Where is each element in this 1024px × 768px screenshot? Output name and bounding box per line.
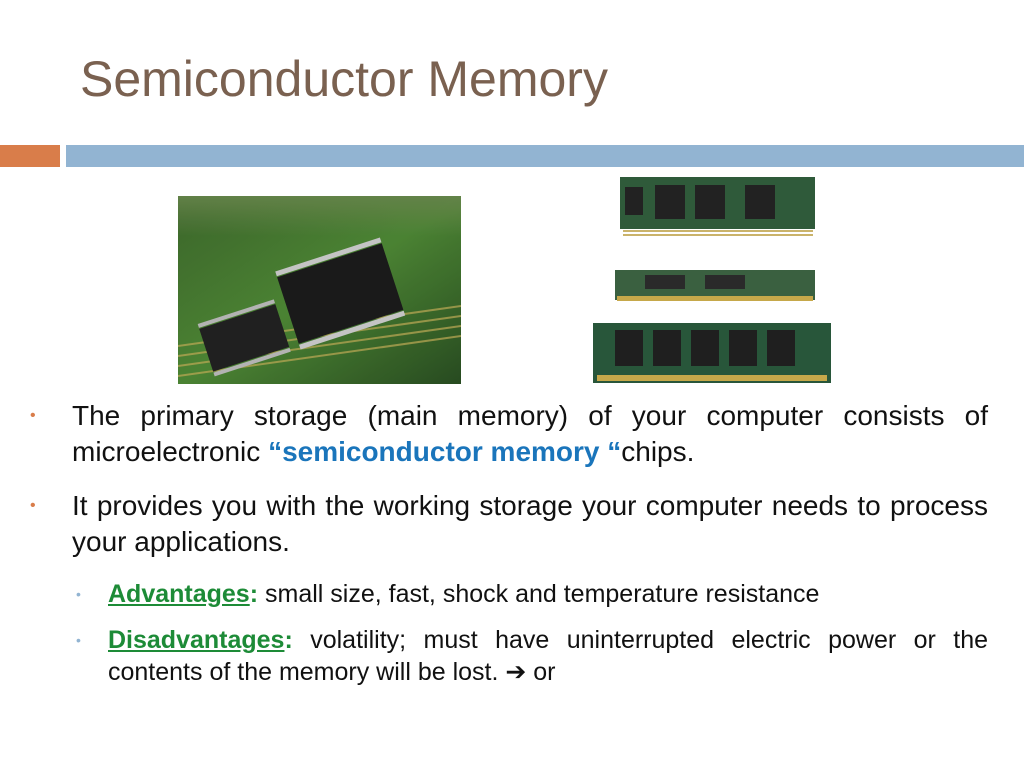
slide-content: • The primary storage (main memory) of y… <box>30 398 988 702</box>
memory-modules-illustration <box>593 177 831 383</box>
sub-bullet-dot: • <box>76 586 81 602</box>
chip-photo <box>178 196 461 384</box>
disadvantages-text: volatility; must have uninterrupted elec… <box>108 626 988 686</box>
bullet-text-before: The primary storage (main memory) of you… <box>72 400 988 467</box>
disadvantages-colon: : <box>284 626 293 654</box>
sub-bullet-disadvantages: • Disadvantages: volatility; must have u… <box>72 624 988 688</box>
slide-title: Semiconductor Memory <box>80 51 608 107</box>
advantages-text: small size, fast, shock and temperature … <box>258 580 820 608</box>
bullet-working-storage: • It provides you with the working stora… <box>30 488 988 560</box>
accent-bar-blue <box>66 145 1024 167</box>
bullet-text-after: chips. <box>621 436 695 467</box>
advantages-colon: : <box>249 580 259 608</box>
memory-modules-photo <box>585 175 835 390</box>
bullet-dot: • <box>30 497 36 514</box>
sub-bullet-advantages: • Advantages: small size, fast, shock an… <box>72 578 988 610</box>
accent-bar-orange <box>0 145 60 167</box>
circuit-board-illustration <box>178 196 461 384</box>
bullet-text: It provides you with the working storage… <box>72 490 988 557</box>
advantages-label: Advantages <box>108 580 250 608</box>
sub-bullet-dot: • <box>76 632 81 648</box>
disadvantages-label: Disadvantages <box>108 626 285 654</box>
bullet-primary-storage: • The primary storage (main memory) of y… <box>30 398 988 470</box>
bullet-highlight: “semiconductor memory “ <box>268 436 622 467</box>
bullet-dot: • <box>30 407 36 424</box>
